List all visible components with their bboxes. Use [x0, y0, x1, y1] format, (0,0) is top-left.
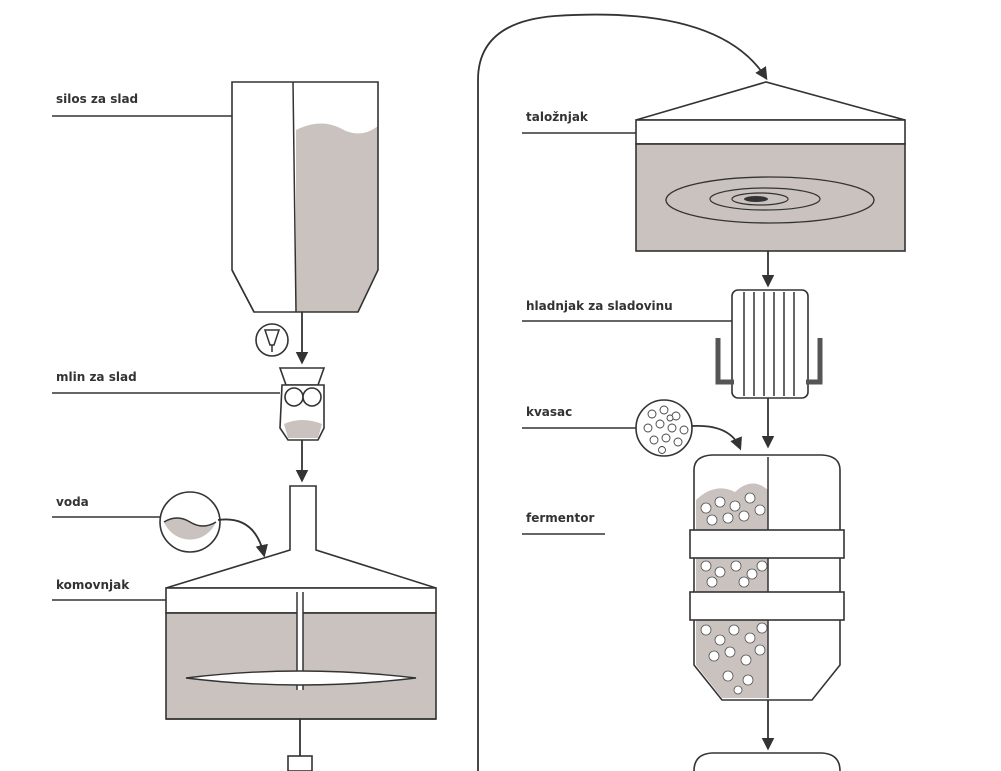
water-icon — [159, 491, 221, 553]
label-mlin: mlin za slad — [56, 370, 137, 384]
mash-outlet — [287, 719, 313, 771]
label-kvasac: kvasac — [526, 405, 572, 419]
malt-mill — [278, 367, 326, 441]
mash-tun — [165, 485, 437, 720]
fermentor-bubbles — [700, 492, 768, 695]
arrow-yeast-to-fermentor — [691, 425, 742, 451]
valve-icon — [255, 323, 289, 357]
arrow-water-to-mash — [217, 518, 268, 558]
label-voda: voda — [56, 495, 89, 509]
label-hladnjak: hladnjak za sladovinu — [526, 299, 673, 313]
transfer-pipe — [477, 13, 768, 771]
yeast-icon — [635, 399, 693, 457]
next-vessel-top — [693, 752, 841, 771]
malt-silo — [231, 81, 379, 313]
label-taloznjak: taložnjak — [526, 110, 589, 124]
wort-cooler — [715, 289, 823, 399]
label-komovnjak: komovnjak — [56, 578, 130, 592]
fermentor — [689, 454, 845, 701]
label-silos: silos za slad — [56, 92, 138, 106]
label-fermentor: fermentor — [526, 511, 594, 525]
whirlpool-tank — [635, 81, 906, 252]
